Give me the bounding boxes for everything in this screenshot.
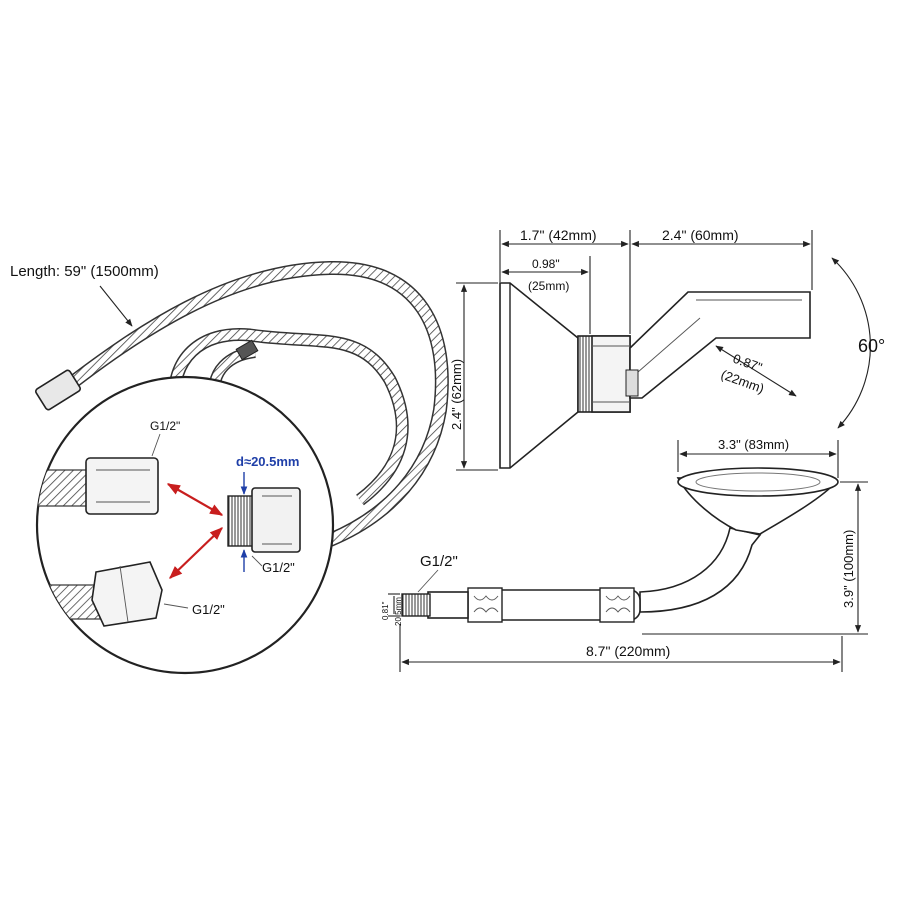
inset-top-nut-pointer [151,433,161,457]
red-arrow-top [166,483,224,516]
holder-height-label: 2.4" (62mm) [449,359,464,430]
inset-diameter-label: d≈20.5mm [236,454,300,469]
top-hose-fitting [37,457,159,515]
hs-total-length-label: 8.7" (220mm) [586,643,670,659]
holder-inner-width-label-2: (25mm) [528,279,569,293]
hose-end-connector-top [235,339,259,361]
holder-angle-label: 60° [858,336,885,356]
inset-top-nut-label: G1/2" [150,419,180,433]
hs-inlet-label-1: 0.81" [381,601,390,620]
inset-connector-label: G1/2" [262,560,295,575]
holder-inner-width-label-1: 0.98" [532,257,560,271]
inset-bottom-nut-pointer [163,603,189,609]
inset-connector-pointer [251,555,263,567]
threaded-connector [227,487,301,553]
hs-height-label: 3.9" (100mm) [841,530,856,608]
hose-length-label: Length: 59" (1500mm) [10,263,159,280]
hs-thread-pointer [417,569,439,593]
red-arrow-bottom [169,527,223,579]
hose-end-nut [35,369,81,411]
hs-thread-label: G1/2" [420,553,458,570]
holder-arm-length-label: 2.4" (60mm) [662,227,739,243]
holder-arm-end-line [715,345,797,397]
wall-holder [499,282,811,469]
holder-angle-arc [831,257,871,429]
hose-length-pointer [99,285,133,327]
inset-bottom-nut-label: G1/2" [192,602,225,617]
hand-shower [401,467,839,623]
holder-base-width-label: 1.7" (42mm) [520,227,597,243]
hs-head-width-label: 3.3" (83mm) [718,437,789,452]
hs-inlet-label-2: 20.5mm [394,597,403,626]
